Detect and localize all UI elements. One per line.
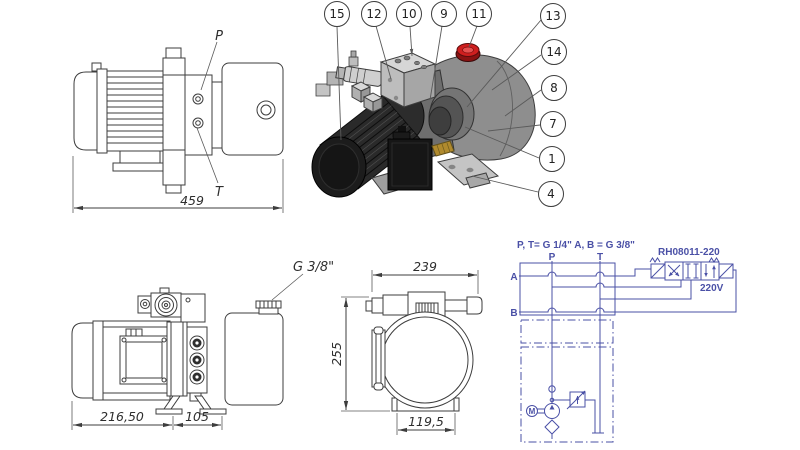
motor-side2 [71,320,171,401]
callout-14: 14 [541,39,567,65]
tank-boundary [520,346,614,443]
isometric-view: 15 12 10 9 11 13 14 8 7 1 4 [311,1,567,207]
schematic-port-p: P [549,252,556,263]
svg-text:10: 10 [401,7,416,21]
junction-box-3d [387,126,433,191]
schematic-port-b: B [510,308,517,319]
svg-text:119,5: 119,5 [408,414,444,429]
bracket-legs [155,395,227,415]
pump-side [184,74,223,156]
dimension-height: 255 [329,296,390,412]
valve-p-line [552,280,682,288]
valve-block-boundary [520,319,614,344]
shaft-lines [537,408,545,414]
tank-side2 [224,300,284,406]
valve-block-3d [379,52,437,108]
callout-11: 11 [466,1,492,27]
manifold-block [519,262,616,316]
side-bracket-front [371,326,386,391]
callouts: 15 12 10 9 11 13 14 8 7 1 4 [324,1,567,207]
dimension-body: 216,50 105 [71,401,223,430]
callout-13: 13 [540,3,566,29]
hydraulic-schematic: P, T= G 1/4" A, B = G 3/8" RH08011-220 2… [510,240,737,443]
mounting-bracket-3d [436,153,500,189]
motor-symbol: M [526,405,538,417]
motor-side [73,62,169,172]
directional-valve [649,257,734,281]
valve-model-label: RH08011-220 [658,247,720,258]
port-p-label: P [215,29,223,44]
schematic-port-t: T [597,252,603,263]
svg-text:13: 13 [545,9,560,23]
callout-15: 15 [324,1,350,27]
svg-text:M: M [529,407,536,416]
callout-7: 7 [540,111,566,137]
callout-4: 4 [538,181,564,207]
fitting-leader [271,273,304,301]
a-line [519,268,651,277]
callout-12: 12 [361,1,387,27]
svg-text:255: 255 [329,342,344,366]
valve-column [162,47,186,194]
schematic-port-a: A [510,272,517,283]
callout-9: 9 [431,1,457,27]
callout-10: 10 [396,1,422,27]
svg-text:8: 8 [550,81,558,95]
fitting-label: G 3/8" [293,260,334,275]
brass-fitting-3d [431,140,455,157]
svg-text:105: 105 [185,409,209,424]
end-view: 239 255 119,5 [329,259,483,435]
svg-text:14: 14 [546,45,561,59]
filter-symbol [544,419,560,439]
svg-text:12: 12 [366,7,381,21]
dimension-width: 239 [371,259,479,294]
ports-note: P, T= G 1/4" A, B = G 3/8" [517,240,635,251]
solenoid-valve-3d [315,50,384,97]
side-view-top: P T 459 [72,29,284,213]
callout-1: 1 [539,146,565,172]
b-line [519,269,737,313]
relief-valve-symbol [552,390,604,434]
svg-text:15: 15 [329,7,344,21]
svg-text:216,50: 216,50 [100,409,144,424]
voltage-label: 220V [700,283,724,294]
tank-end-circle [376,311,474,409]
filler-cap-red [455,43,481,62]
pump-coupling-3d [428,87,475,141]
callout-leaders [336,19,542,193]
svg-text:239: 239 [413,259,437,274]
dimension-base: 119,5 [396,413,456,435]
tank-side [221,62,284,156]
check-valve-symbol [548,385,556,393]
pump-symbol [544,403,560,419]
svg-text:1: 1 [548,152,556,166]
dimension-length: 459 [72,156,284,213]
connector-cubes-3d [350,81,384,113]
svg-text:4: 4 [547,187,555,201]
svg-text:9: 9 [440,7,448,21]
port-p-leader [200,41,218,91]
valve-assembly-side2 [137,287,206,323]
port-t-label: T [215,185,224,200]
valve-t-line [600,280,692,300]
svg-text:459: 459 [180,193,204,208]
callout-8: 8 [541,75,567,101]
svg-text:7: 7 [549,117,557,131]
pump-side2 [166,321,208,402]
side-view-bottom: G 3/8" 216,50 105 [71,260,334,430]
port-t-leader [196,127,219,184]
svg-text:11: 11 [471,7,486,21]
